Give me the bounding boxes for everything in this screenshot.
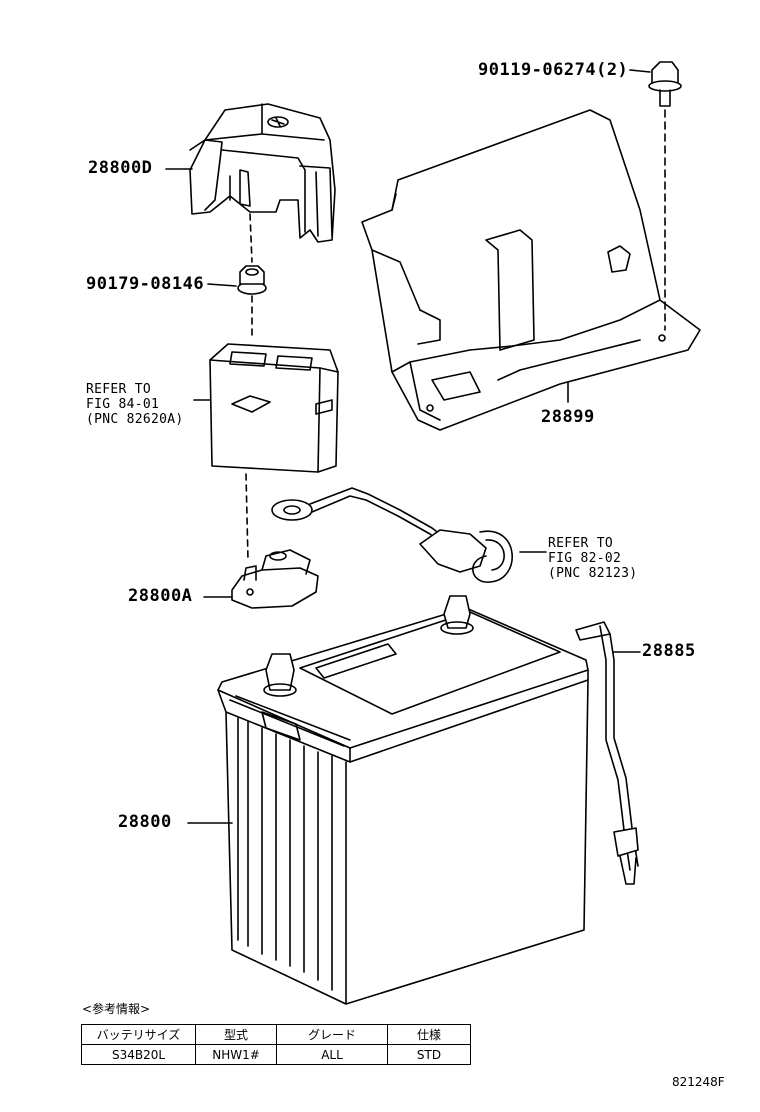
part-label-battery: 28800: [118, 812, 172, 832]
info-header-row: バッテリサイズ 型式 グレード 仕様: [81, 1024, 471, 1045]
part-label-battery-clamp: 28800A: [128, 586, 193, 606]
bolt-drawing: [648, 61, 682, 107]
diagram-id: 821248F: [672, 1075, 725, 1089]
part-label-vent-hose: 28885: [642, 641, 696, 661]
battery-drawing: [217, 595, 589, 1005]
info-header-cell: バッテリサイズ: [81, 1024, 196, 1045]
fuse-reference-line3: (PNC 82620A): [86, 412, 184, 427]
battery-cable-drawing: [271, 487, 513, 583]
info-header-cell: 型式: [195, 1024, 277, 1045]
part-label-holder-clamp: 28800D: [88, 158, 153, 178]
info-data-cell: ALL: [276, 1044, 388, 1065]
fuse-reference-line1: REFER TO: [86, 382, 152, 397]
nut-drawing: [237, 265, 267, 295]
holder-clamp-drawing: [189, 103, 336, 243]
part-label-bolt: 90119-06274(2): [478, 60, 629, 80]
vent-hose-drawing: [575, 621, 639, 885]
battery-tray-drawing: [361, 109, 701, 431]
cable-reference-line3: (PNC 82123): [548, 566, 638, 581]
battery-clamp-drawing: [231, 549, 319, 609]
fuse-block-drawing: [209, 343, 339, 473]
info-data-cell: S34B20L: [81, 1044, 196, 1065]
info-header-cell: 仕様: [387, 1024, 471, 1045]
info-data-cell: STD: [387, 1044, 471, 1065]
info-header-cell: グレード: [276, 1024, 388, 1045]
info-data-cell: NHW1#: [195, 1044, 277, 1065]
info-title: <参考情報>: [82, 1002, 151, 1016]
cable-reference: REFER TO FIG 82-02 (PNC 82123): [548, 536, 637, 581]
part-label-tray: 28899: [541, 407, 595, 427]
part-label-nut: 90179-08146: [86, 274, 205, 294]
info-data-row: S34B20L NHW1# ALL STD: [81, 1044, 471, 1065]
cable-reference-line1: REFER TO: [548, 536, 614, 551]
fuse-reference: REFER TO FIG 84-01 (PNC 82620A): [86, 382, 184, 427]
fuse-reference-line2: FIG 84-01: [86, 397, 160, 412]
info-table: バッテリサイズ 型式 グレード 仕様 S34B20L NHW1# ALL STD: [81, 1024, 471, 1065]
cable-reference-line2: FIG 82-02: [548, 551, 622, 566]
